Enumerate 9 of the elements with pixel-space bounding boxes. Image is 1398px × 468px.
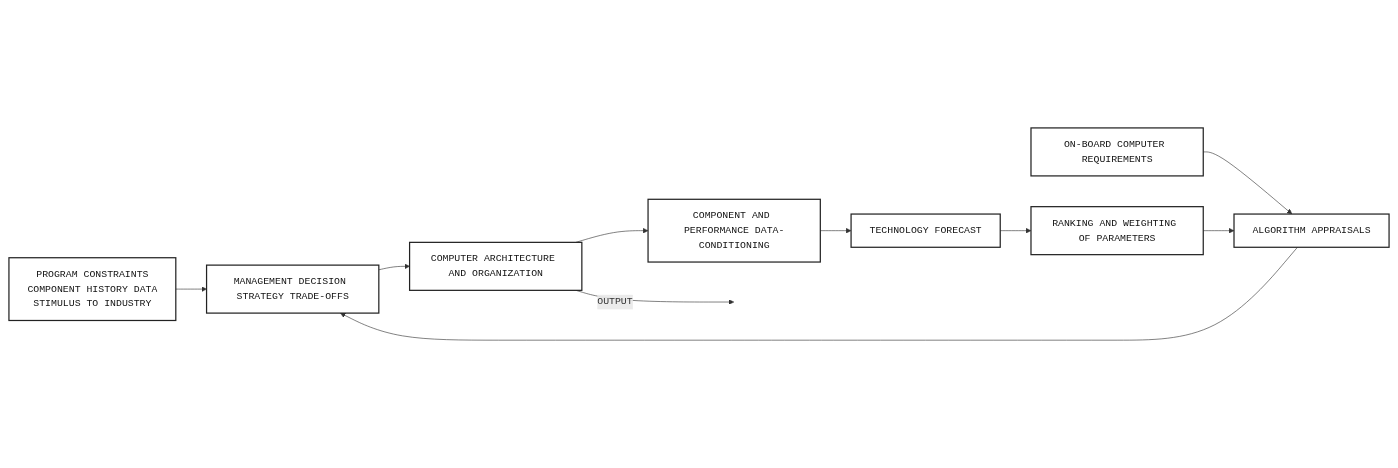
node-box: PROGRAM CONSTRAINTS COMPONENT HISTORY DATA STIMULUS TO INDUSTRY [8, 257, 177, 322]
node-box: ON-BOARD COMPUTER REQUIREMENTS [1030, 127, 1204, 177]
node-box: TECHNOLOGY FORECAST [850, 213, 1001, 248]
node-box: COMPUTER ARCHITECTURE AND ORGANIZATION [408, 241, 583, 291]
node-box: MANAGEMENT DECISION STRATEGY TRADE-OFFS [205, 264, 380, 314]
node-box: ALGORITHM APPRAISALS [1233, 213, 1390, 248]
node-box: COMPONENT AND PERFORMANCE DATA-CONDITIONING [647, 198, 821, 263]
edge-label: OUTPUT [597, 296, 633, 308]
node-box: RANKING AND WEIGHTING OF PARAMETERS [1030, 206, 1204, 256]
